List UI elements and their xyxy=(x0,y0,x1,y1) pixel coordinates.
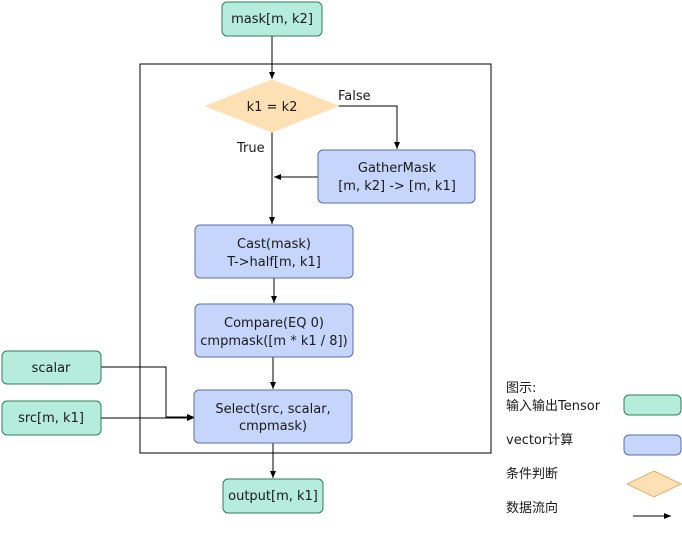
io-box xyxy=(1,400,102,436)
edge-label-false: False xyxy=(338,89,371,104)
io-box xyxy=(221,1,323,37)
legend-io-label: 输入输出Tensor xyxy=(506,398,601,414)
legend-vector-label: vector计算 xyxy=(506,433,573,448)
legend-flow-label: 数据流向 xyxy=(506,500,558,516)
edge-cond-false-to-gather xyxy=(338,105,400,149)
scalar-label: scalar xyxy=(32,361,71,376)
node-condition: k1 = k2 xyxy=(204,79,340,133)
legend-title: 图示: xyxy=(506,381,536,396)
output-label: output[m, k1] xyxy=(228,489,318,504)
vector-box xyxy=(193,389,353,444)
vector-box xyxy=(317,149,476,204)
compare-shape: cmpmask([m * k1 / 8]) xyxy=(200,334,347,349)
cast-shape: T->half[m, k1] xyxy=(226,255,321,270)
condition-label: k1 = k2 xyxy=(247,100,298,115)
legend-condition-label: 条件判断 xyxy=(506,466,558,482)
node-output: output[m, k1] xyxy=(222,478,324,514)
vector-box xyxy=(194,303,354,358)
node-cast: Cast(mask) T->half[m, k1] xyxy=(194,224,354,279)
node-select: Select(src, scalar, cmpmask) xyxy=(193,389,353,444)
select-args: cmpmask) xyxy=(239,419,307,434)
compare-title: Compare(EQ 0) xyxy=(224,316,324,331)
node-gathermask: GatherMask [m, k2] -> [m, k1] xyxy=(317,149,476,204)
gathermask-shape: [m, k2] -> [m, k1] xyxy=(338,179,456,194)
node-mask-input: mask[m, k2] xyxy=(221,1,323,37)
legend-vector-swatch xyxy=(623,434,682,456)
node-compare: Compare(EQ 0) cmpmask([m * k1 / 8]) xyxy=(194,303,354,358)
mask-input-label: mask[m, k2] xyxy=(231,12,313,27)
legend-io-swatch xyxy=(623,394,682,416)
gathermask-title: GatherMask xyxy=(358,161,437,176)
edge-scalar-to-select xyxy=(101,366,194,420)
vector-box xyxy=(194,224,354,279)
edge-label-true: True xyxy=(236,141,265,156)
condition-diamond xyxy=(204,79,340,133)
cast-title: Cast(mask) xyxy=(237,237,311,252)
edges xyxy=(101,36,400,478)
io-box xyxy=(1,350,102,385)
io-box xyxy=(222,478,324,514)
src-label: src[m, k1] xyxy=(18,411,84,426)
legend: 图示: 输入输出Tensor vector计算 条件判断 数据流向 xyxy=(506,381,682,519)
select-title: Select(src, scalar, xyxy=(215,402,330,417)
node-src-input: src[m, k1] xyxy=(1,400,102,436)
legend-condition-swatch xyxy=(625,470,682,498)
kernel-boundary-box xyxy=(139,63,492,454)
node-scalar-input: scalar xyxy=(1,350,102,385)
